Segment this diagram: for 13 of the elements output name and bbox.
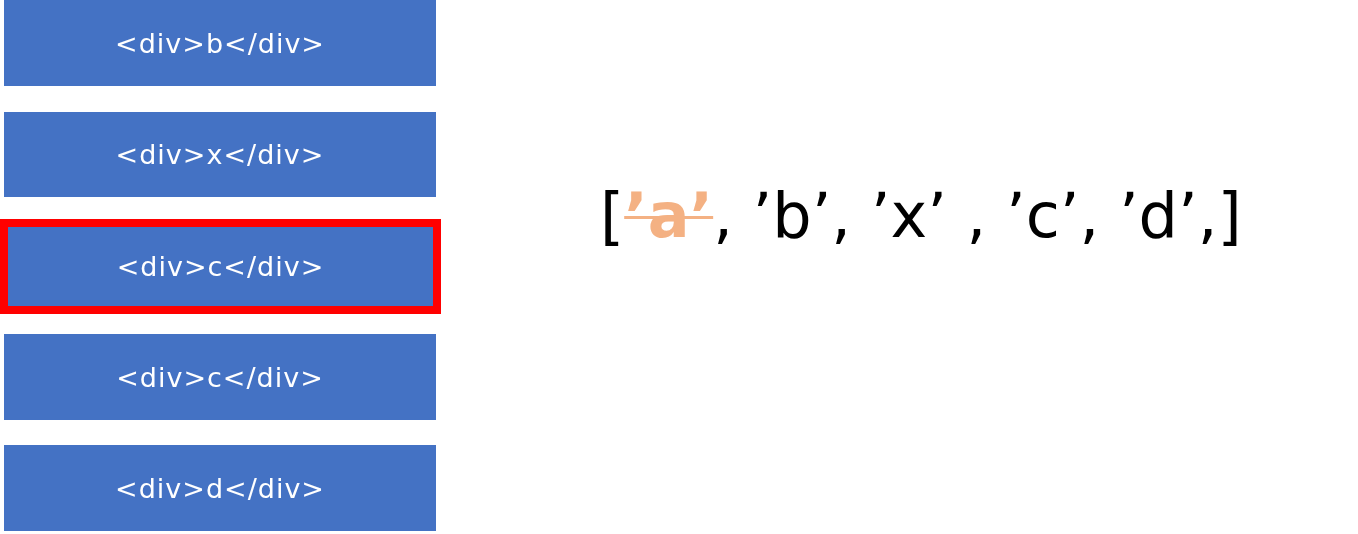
- struck-out-text: ’a’: [624, 178, 714, 252]
- item-box: [4, 334, 436, 420]
- code-text: <div>x</div>: [115, 139, 325, 170]
- code-text: <div>c</div>: [116, 361, 324, 393]
- bracket-text: [: [600, 178, 625, 252]
- code-text: <div>c</div>: [116, 251, 325, 282]
- code-text: <div>b</div>: [115, 27, 325, 59]
- array-text: , ’b’, ’x’ , ’c’, ’d’,]: [713, 178, 1242, 252]
- item-box: [4, 112, 436, 197]
- item-box: [4, 0, 436, 86]
- code-text: <div>d</div>: [115, 472, 325, 504]
- highlighted-item-box: [0, 219, 441, 314]
- item-box: [4, 445, 436, 531]
